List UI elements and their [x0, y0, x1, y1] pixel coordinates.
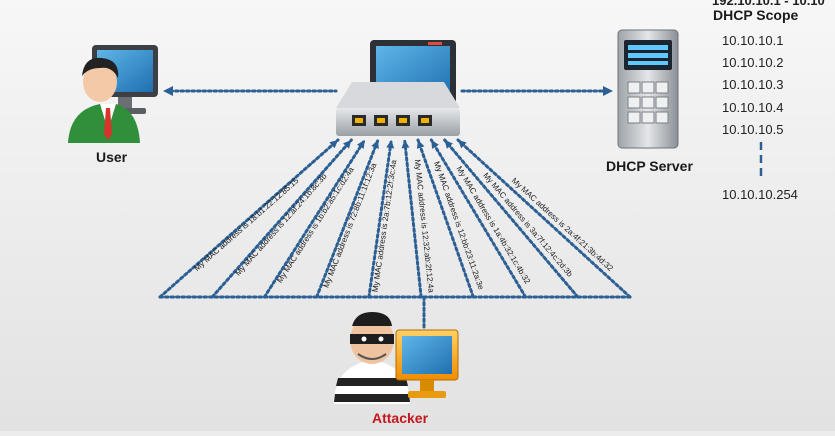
mac-arrowhead [416, 140, 425, 149]
scope-ip: 10.10.10.5 [722, 122, 784, 137]
mac-line [315, 138, 380, 299]
attacker-label: Attacker [372, 410, 429, 426]
server-icon [617, 29, 679, 149]
mac-arrowhead [371, 140, 379, 149]
mac-arrowhead [329, 140, 338, 149]
mac-fan-lines [158, 138, 632, 299]
mac-arrowhead [458, 140, 467, 149]
attacker-icon [334, 312, 410, 404]
user-icon [68, 45, 158, 143]
server-arrowhead [603, 86, 613, 96]
scope-ip: 10.10.10.4 [722, 100, 784, 115]
mac-line [403, 138, 423, 299]
mac-line [262, 138, 367, 299]
switch-icon [336, 82, 460, 136]
dhcp-server-label: DHCP Server [606, 158, 693, 174]
mac-line [158, 138, 340, 299]
mac-arrowhead [386, 140, 395, 149]
user-label: User [96, 149, 128, 165]
scope-last-ip: 10.10.10.254 [722, 187, 798, 202]
mac-line [210, 138, 353, 299]
monitor-icon [395, 329, 459, 398]
scope-ip: 10.10.10.3 [722, 77, 784, 92]
mac-arrowhead [444, 140, 453, 149]
mac-line [443, 138, 580, 299]
mac-line [367, 138, 393, 299]
scope-ip: 10.10.10.2 [722, 55, 784, 70]
dhcp-scope-title: DHCP Scope [713, 7, 799, 23]
scope-ip: 10.10.10.1 [722, 33, 784, 48]
mac-arrowhead [401, 140, 410, 149]
scope-range-header: 192.10.10.1 - 10.10 [712, 0, 825, 8]
arrowheads [163, 86, 613, 96]
mac-arrowhead [343, 140, 352, 149]
mac-line [416, 138, 475, 299]
mac-arrowhead [356, 140, 365, 149]
user-arrowhead [163, 86, 173, 96]
mac-arrowhead [431, 140, 439, 149]
connectors [158, 89, 632, 332]
mac-line [456, 138, 632, 299]
mac-line [429, 138, 528, 299]
